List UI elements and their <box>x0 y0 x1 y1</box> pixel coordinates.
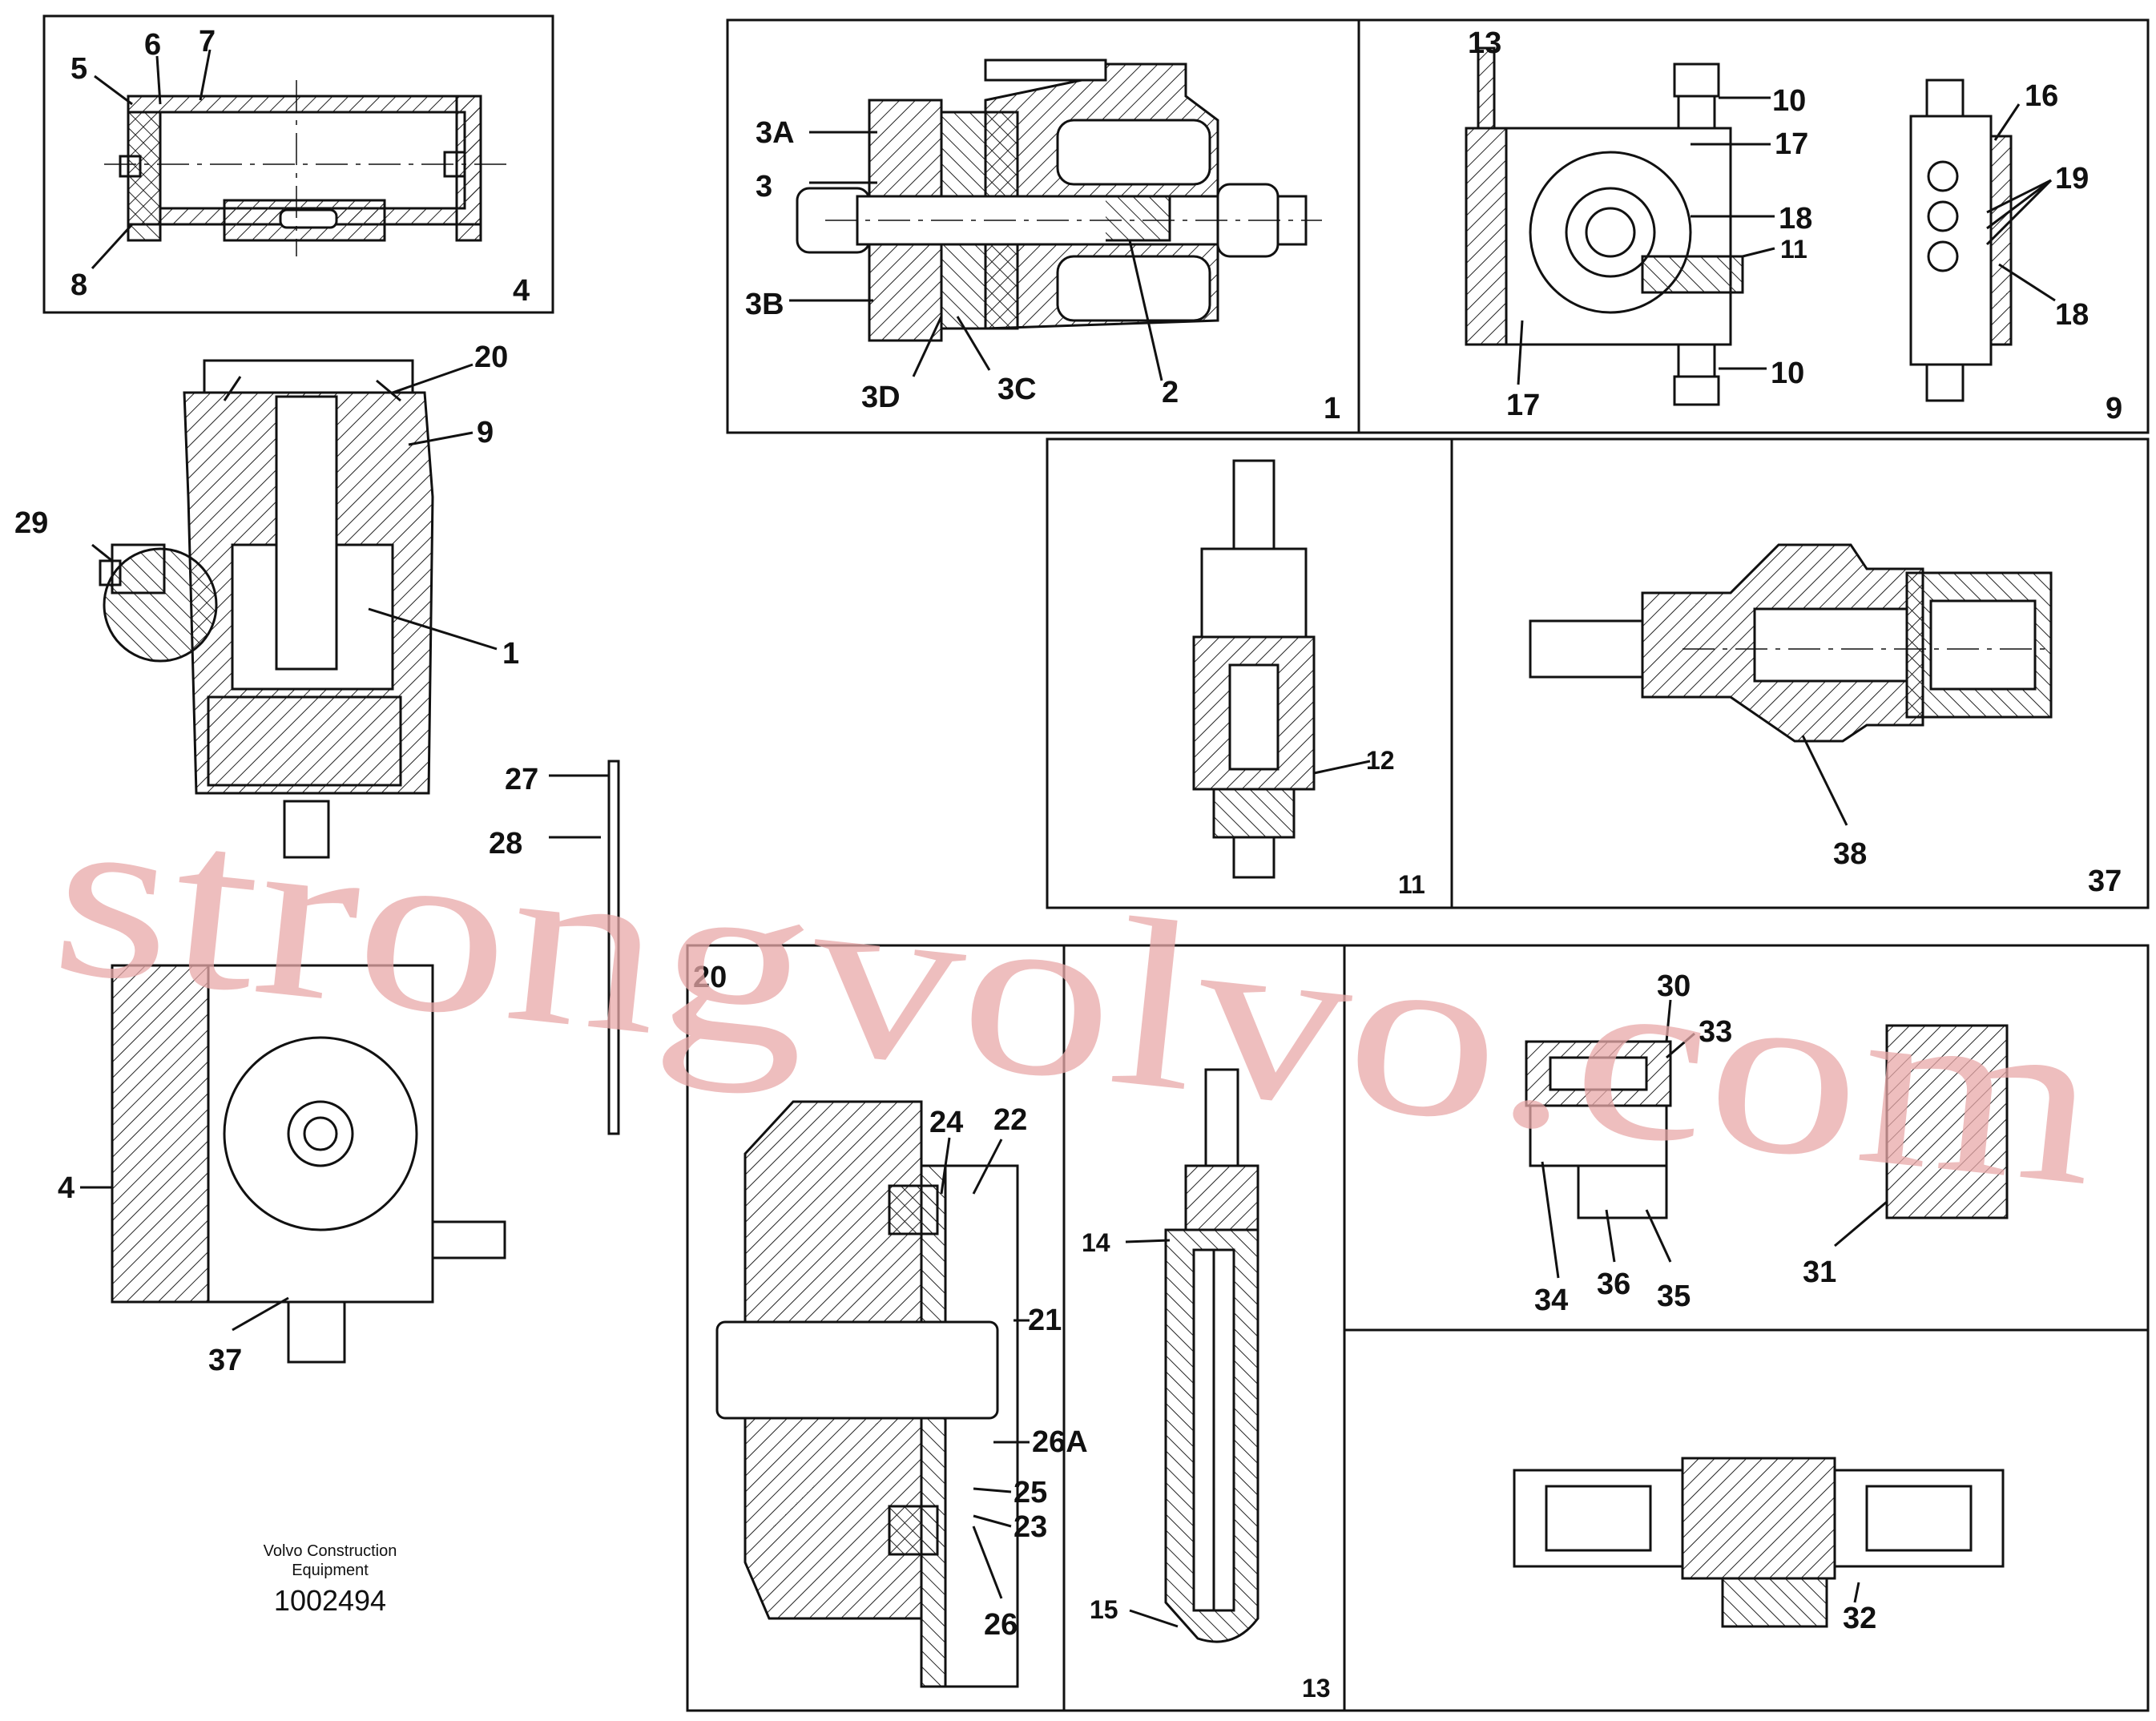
callout: 30 <box>1657 969 1691 1003</box>
callout: 7 <box>199 25 216 58</box>
solenoid-32-callouts: 32 <box>1843 1602 1876 1635</box>
callout: 21 <box>1028 1304 1062 1337</box>
valve-9-drawing <box>1465 46 2056 406</box>
panel-number: 4 <box>513 274 530 308</box>
callout: 20 <box>474 341 508 374</box>
callout: 26A <box>1032 1425 1088 1459</box>
callout: 3 <box>756 170 772 204</box>
callout: 23 <box>1014 1510 1047 1544</box>
callout: 18 <box>2055 298 2089 332</box>
panel-number: 20 <box>693 961 727 994</box>
callout: 29 <box>14 506 48 540</box>
callout: 1 <box>502 637 519 671</box>
callout: 8 <box>71 268 87 302</box>
valve-37-drawing <box>1529 543 2053 826</box>
callout: 3A <box>756 116 795 150</box>
valve-37-callouts: 38 37 <box>1833 837 2122 898</box>
watermark: strongvolvo.com <box>42 756 2110 1235</box>
callout: 37 <box>208 1344 242 1377</box>
block-30-callouts: 30 33 34 36 35 31 <box>1534 969 1836 1317</box>
valve-11-callouts: 12 11 <box>1366 746 1425 899</box>
callout: 3B <box>745 288 784 321</box>
cover-20-callouts: 20 24 22 21 26A 25 23 26 <box>693 961 1088 1642</box>
callout: 33 <box>1699 1015 1732 1049</box>
publisher-line-2: Equipment <box>292 1562 369 1579</box>
callout: 3D <box>861 381 901 414</box>
main-assembly-callouts: 20 9 29 1 27 28 4 37 <box>14 341 538 1377</box>
publisher-block: Volvo Construction Equipment 1002494 <box>264 1542 397 1617</box>
housing-4-callouts: 5 6 7 8 4 <box>71 25 530 308</box>
callout: 16 <box>2025 79 2058 113</box>
valve-11-drawing <box>1192 459 1371 879</box>
frame-valve-37 <box>1450 437 2150 909</box>
callout: 4 <box>58 1171 75 1205</box>
panel-number: 13 <box>1302 1674 1331 1703</box>
callout: 17 <box>1775 127 1808 161</box>
callout: 15 <box>1090 1595 1118 1624</box>
callout: 27 <box>505 763 538 796</box>
block-30-drawing <box>1525 999 2009 1279</box>
callout: 32 <box>1843 1602 1876 1635</box>
callout: 10 <box>1771 357 1804 390</box>
callout: 5 <box>71 52 87 86</box>
callout: 19 <box>2055 162 2089 195</box>
frame-housing-4 <box>42 14 554 314</box>
callout: 36 <box>1597 1268 1630 1301</box>
housing-4-drawing <box>91 49 513 270</box>
callout: 34 <box>1534 1284 1568 1317</box>
callout: 11 <box>1780 235 1807 264</box>
panel-number: 37 <box>2088 865 2122 898</box>
document-number: 1002494 <box>274 1584 386 1617</box>
panel-frames <box>42 14 2150 1712</box>
callout: 38 <box>1833 837 1867 871</box>
valve-13-drawing <box>1125 1068 1259 1643</box>
callout: 14 <box>1082 1228 1110 1257</box>
callout: 12 <box>1366 746 1395 775</box>
callout: 6 <box>144 28 161 62</box>
callout: 3C <box>997 373 1037 406</box>
pump-1-drawing <box>789 58 1322 381</box>
frame-solenoid-32 <box>1343 1328 2150 1712</box>
callout: 35 <box>1657 1280 1691 1313</box>
callout: 18 <box>1779 202 1812 236</box>
panel-number: 9 <box>2106 392 2122 425</box>
callout: 26 <box>984 1608 1018 1642</box>
panel-number: 1 <box>1324 392 1340 425</box>
valve-9-callouts: 13 10 17 18 11 17 10 16 19 18 9 <box>1468 26 2122 425</box>
frame-valve-9 <box>1357 18 2150 434</box>
callout: 22 <box>993 1103 1027 1137</box>
callout: 31 <box>1803 1255 1836 1289</box>
main-assembly-drawing <box>80 359 620 1364</box>
callout: 2 <box>1162 376 1179 409</box>
callout: 9 <box>477 416 494 449</box>
publisher-line-1: Volvo Construction <box>264 1542 397 1560</box>
callout: 24 <box>929 1106 963 1139</box>
callout: 13 <box>1468 26 1501 60</box>
callout: 28 <box>489 827 522 860</box>
callout: 10 <box>1772 84 1806 118</box>
panel-number: 11 <box>1398 870 1425 899</box>
pump-1-callouts: 3A 3 3B 3D 3C 2 1 <box>745 116 1340 425</box>
callout: 17 <box>1506 389 1540 422</box>
valve-13-callouts: 14 15 13 <box>1082 1228 1331 1703</box>
solenoid-32-drawing <box>1513 1457 2005 1628</box>
callout: 25 <box>1014 1476 1047 1509</box>
cover-20-drawing <box>715 1100 1030 1688</box>
